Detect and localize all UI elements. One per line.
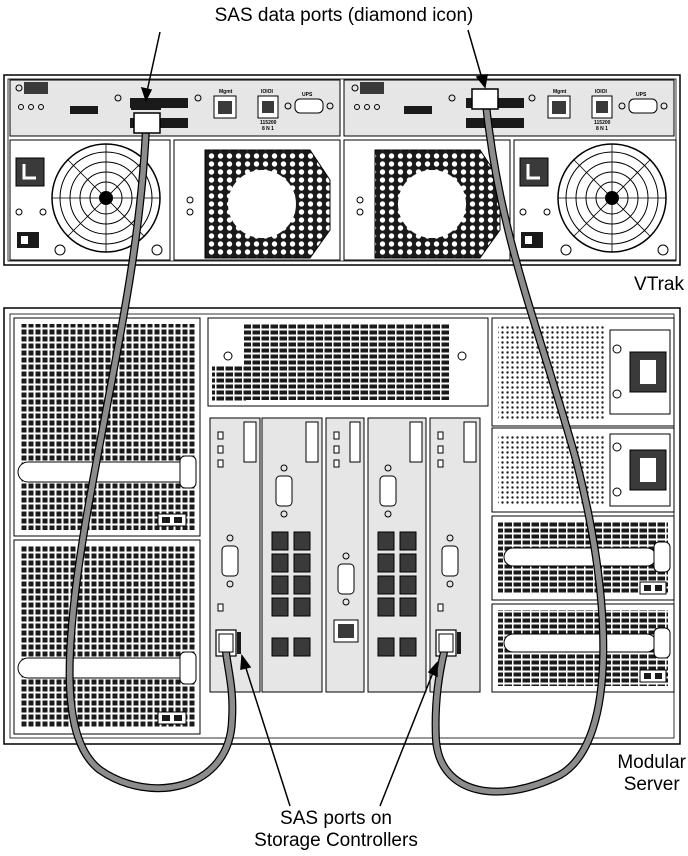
storage-controllers-label-line2: Storage Controllers: [254, 830, 418, 851]
storage-controller-left: [209, 417, 261, 693]
modular-server-label: Modular Server: [617, 752, 686, 796]
cmm-module: [325, 417, 365, 693]
sas-cable-left: [65, 124, 237, 793]
vtrak-psu-right: [513, 139, 677, 261]
baud2-text-left: 8 N 1: [262, 126, 274, 132]
ioio-text-right: IOIOI: [595, 89, 608, 95]
baud-text-left: 115200: [260, 120, 277, 126]
vtrak-label: VTrak: [634, 274, 684, 295]
switch-module-2: [367, 417, 427, 693]
storage-controller-right: [429, 417, 481, 693]
callout-arrows: [140, 29, 488, 807]
sas-connector-vtrak-right: [471, 88, 499, 110]
ioio-text-left: IOIOI: [261, 89, 274, 95]
vtrak-controller-right: [343, 79, 675, 137]
sas-cable-right: [431, 100, 608, 796]
vtrak-enclosure: Mgmt IOIOI UPS 115200 8 N 1 Mgmt IOIOI U…: [3, 74, 681, 266]
server-psu-1: [491, 317, 675, 427]
drive-bay-upper-right: [491, 515, 675, 601]
switch-module-1: [261, 417, 323, 693]
mgmt-text-left: Mgmt: [219, 89, 233, 95]
drive-bay-upper-left: [13, 317, 201, 537]
mgmt-text-right: Mgmt: [553, 89, 567, 95]
vtrak-fan-module-right: [343, 139, 511, 261]
ups-port-right: [628, 98, 658, 114]
baud2-text-right: 8 N 1: [596, 126, 608, 132]
storage-controllers-label-line1: SAS ports on: [280, 808, 392, 829]
vtrak-fan-module-left: [173, 139, 341, 261]
title-label: SAS data ports (diamond icon): [214, 5, 474, 26]
storage-controllers-label: SAS ports on Storage Controllers: [196, 808, 476, 852]
center-vent: [207, 317, 489, 407]
ups-text-right: UPS: [636, 92, 647, 98]
modular-server-label-line2: Server: [623, 774, 680, 795]
baud-text-right: 115200: [594, 120, 611, 126]
sas-connector-vtrak-left: [133, 112, 161, 134]
server-psu-2: [491, 427, 675, 513]
modular-server-label-line1: Modular: [617, 752, 686, 773]
ups-port-left: [294, 98, 324, 114]
drive-bay-lower-left: [13, 539, 201, 735]
drive-bay-lower-right: [491, 603, 675, 693]
modular-server: [3, 307, 681, 745]
vtrak-controller-left: [9, 79, 341, 137]
ups-text-left: UPS: [302, 92, 313, 98]
